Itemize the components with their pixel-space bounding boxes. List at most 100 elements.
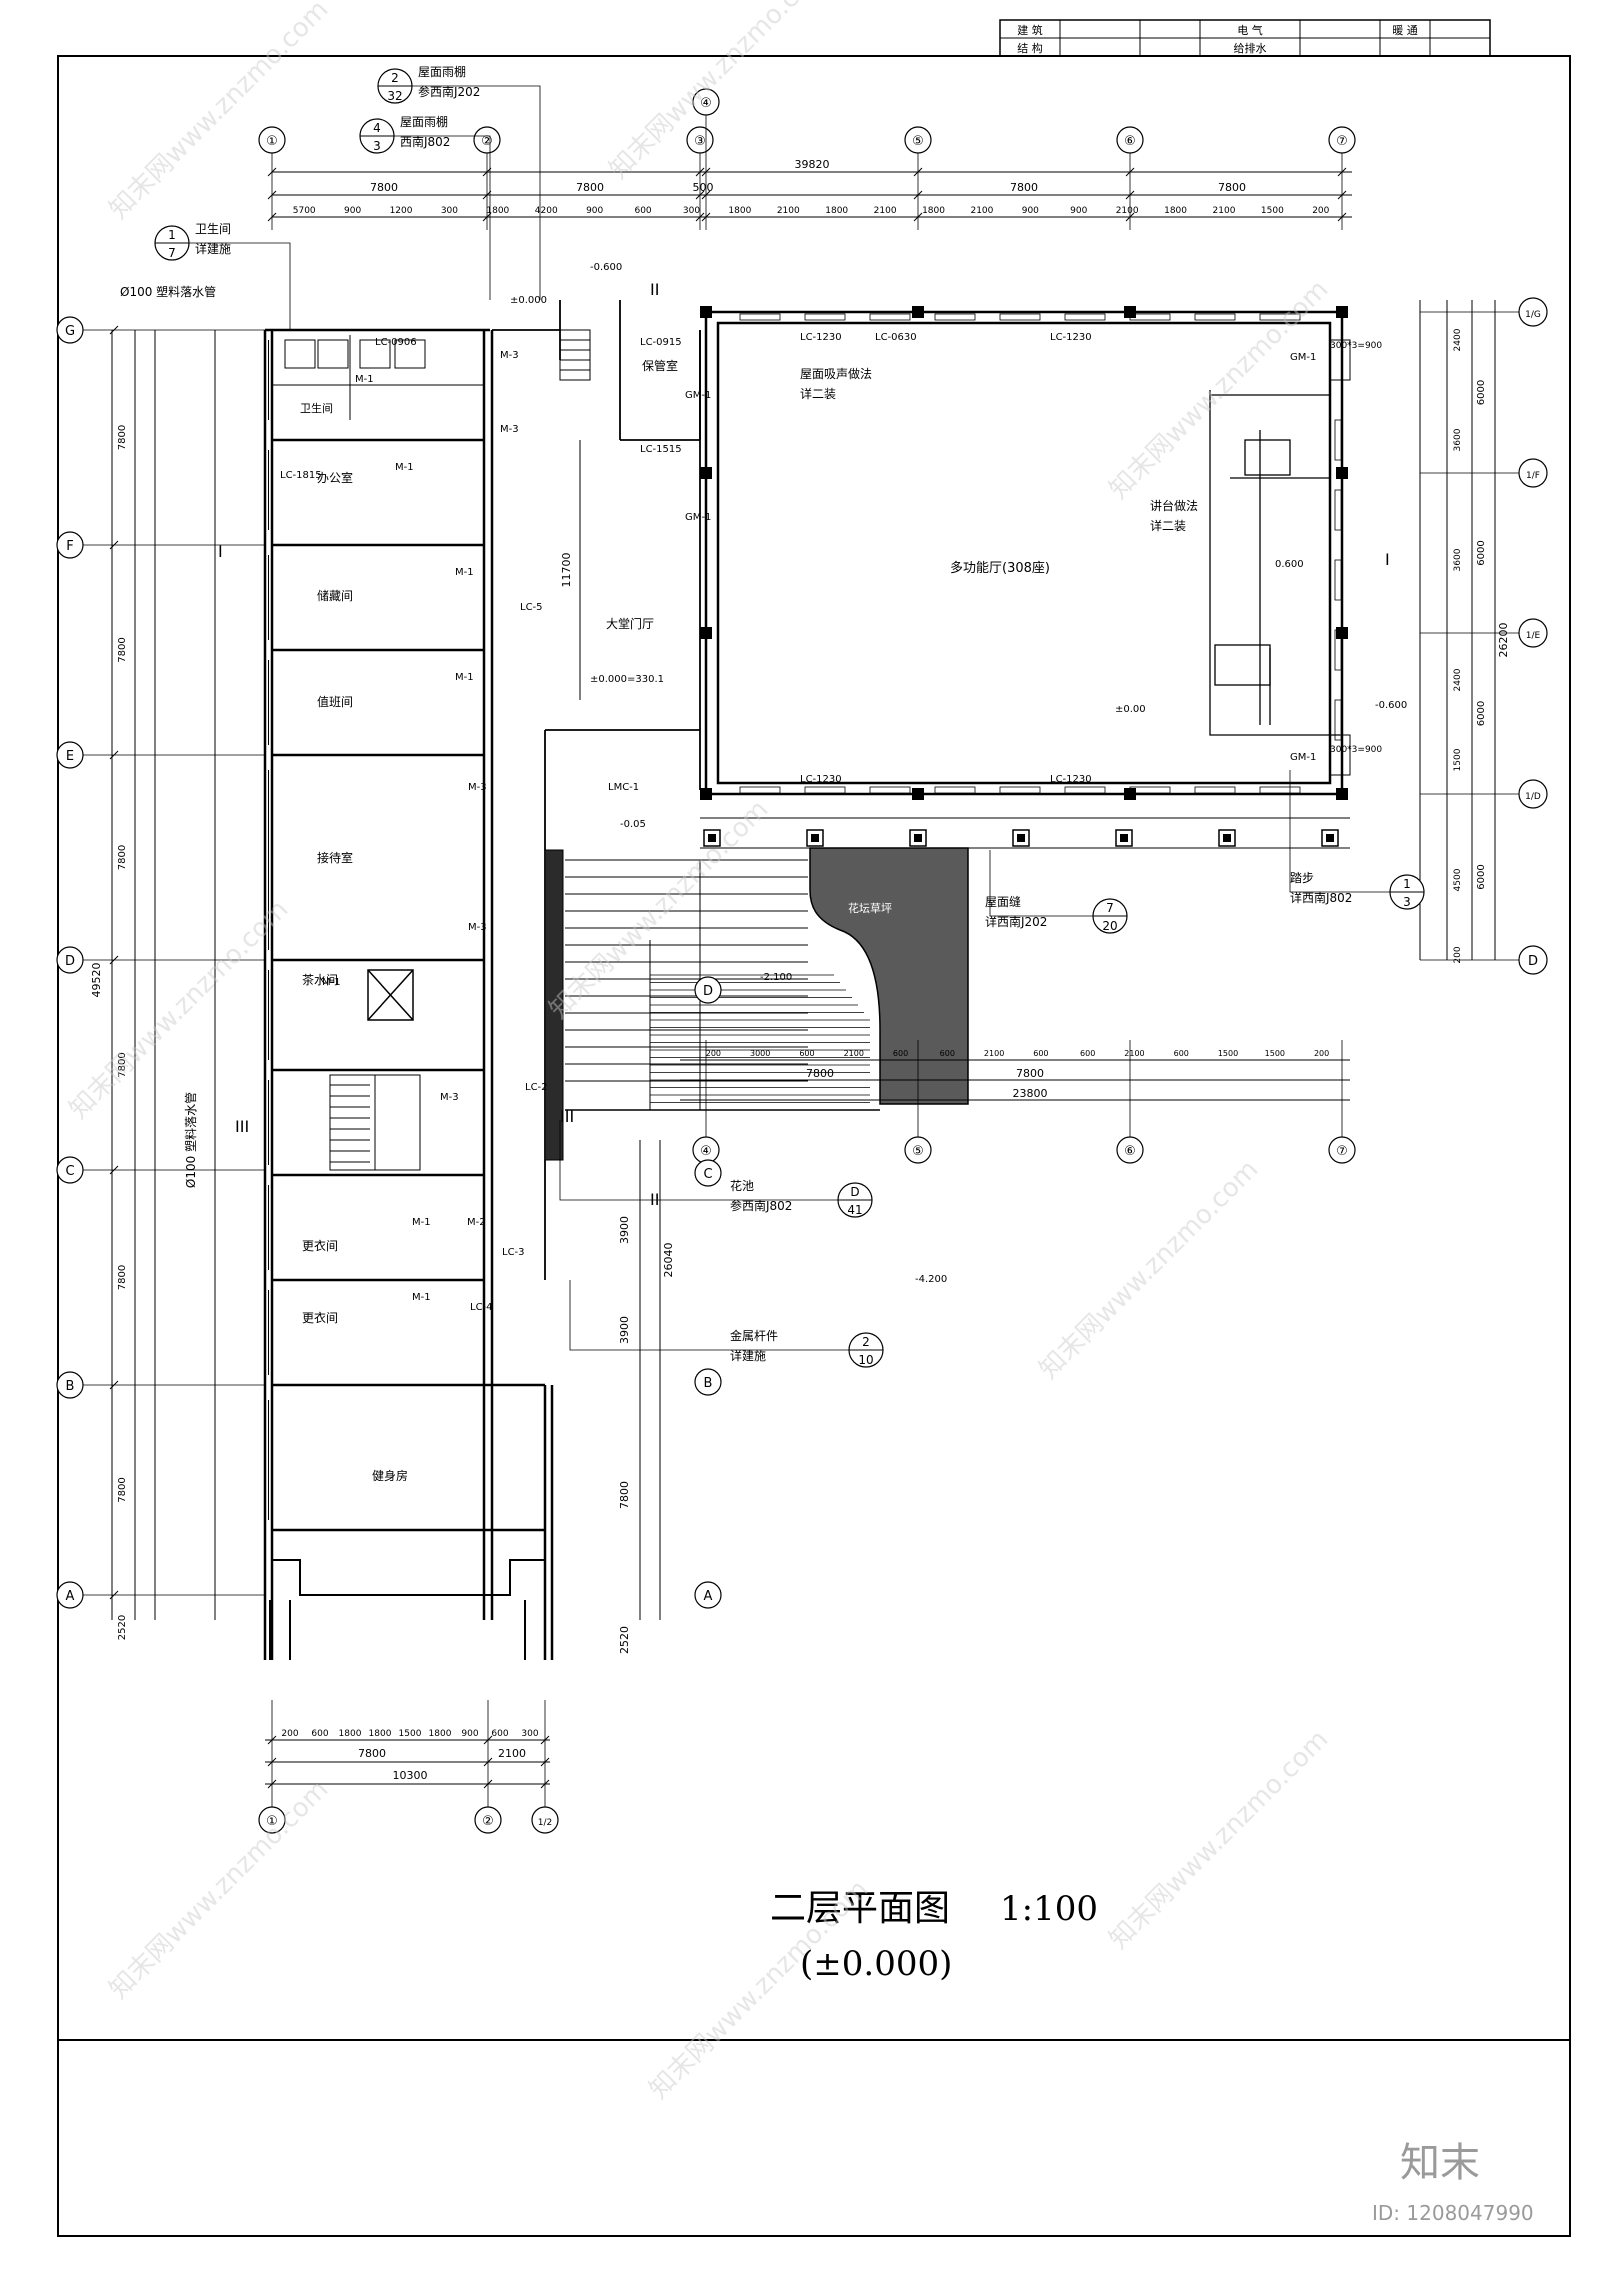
callout-3-text-2: 详建施 (195, 241, 231, 256)
level-north-stair: ±0.000 (510, 295, 547, 306)
bottom-small-bay-1: 7800 (358, 1747, 386, 1760)
mid-axis-A-circle (694, 1581, 722, 1609)
lower-axis-1: ⑤ (912, 1144, 924, 1159)
top-axis-4-circle (692, 88, 720, 116)
hall-window-north-0 (739, 313, 781, 321)
right-total-dim: 26200 (1497, 623, 1510, 658)
left-axis-A-circle (56, 1581, 84, 1609)
hall-column-6 (700, 788, 712, 800)
callout-6-text-1: 花池 (730, 1178, 754, 1193)
top-detail-dim-17: 2100 (1116, 206, 1139, 216)
top-detail-dim-12: 2100 (874, 206, 897, 216)
room-gym: 健身房 (372, 1468, 408, 1483)
left-axis-E-circle (56, 741, 84, 769)
mid-dim-2520: 2520 (618, 1626, 631, 1654)
lower-detail-dim-12: 1500 (1265, 1049, 1285, 1058)
mid-dim-11700: 11700 (560, 553, 573, 588)
room-custody: 保管室 (642, 358, 678, 373)
section-II-top: II (650, 280, 659, 299)
lower-detail-dim-4: 600 (893, 1049, 908, 1058)
left-axis-D: D (65, 954, 75, 969)
tag-m3-stair: M-3 (440, 1092, 459, 1103)
lower-detail-dim-13: 200 (1314, 1049, 1329, 1058)
signoff-plumbing: 给排水 (1234, 41, 1267, 55)
lower-right-total: 23800 (1013, 1087, 1048, 1100)
left-axis-F: F (66, 539, 73, 554)
callout-4-bottom: 20 (1102, 919, 1117, 933)
mid-axis-D-circle (694, 976, 722, 1004)
bottom-small-dim-chain (265, 1735, 550, 1789)
callout-1-bottom: 32 (387, 89, 402, 103)
left-axis-B-circle (56, 1371, 84, 1399)
section-I-right: I (1385, 550, 1390, 569)
room-duty: 值班间 (317, 694, 353, 709)
watermark-tile-3: 知末网www.znzmo.com (1104, 274, 1335, 505)
room-changing-1: 更衣间 (302, 1238, 338, 1253)
hall-window-south-7 (1194, 786, 1236, 794)
top-detail-dim-9: 1800 (728, 206, 751, 216)
callout-leader-1 (394, 135, 491, 300)
east-step-north: 300*3=900 (1330, 341, 1382, 351)
sheet-border (57, 55, 1571, 2237)
tag-m1-changing-b: M-1 (412, 1292, 431, 1303)
level-lobby: ±0.000=330.1 (590, 674, 664, 685)
bottom-small-bay-2: 2100 (498, 1747, 526, 1760)
top-axis-7: ⑦ (1336, 134, 1348, 149)
signoff-block: 建 筑 电 气 暖 通 结 构 给排水 (999, 19, 1491, 57)
mid-axis-C-circle (694, 1159, 722, 1187)
callout-2-text-1: 屋面雨棚 (400, 114, 448, 129)
tag-lmc1: LMC-1 (608, 782, 639, 793)
callout-6-top: D (850, 1185, 859, 1199)
tag-lc1230-b: LC-1230 (1050, 332, 1092, 343)
top-detail-dim-1: 900 (344, 206, 361, 216)
top-detail-dim-7: 600 (634, 206, 651, 216)
elevator-shaft (367, 969, 414, 1021)
top-total-dim: 39820 (795, 158, 830, 171)
tag-m1-toilet: M-1 (355, 374, 374, 385)
top-bay-dim-3: 500 (693, 181, 714, 194)
top-bay-dim-1: 7800 (370, 181, 398, 194)
south-colonnade (700, 817, 1350, 849)
bottom-axis-1: ② (482, 1814, 494, 1829)
mid-axis-B-circle (694, 1368, 722, 1396)
lower-detail-dim-5: 600 (940, 1049, 955, 1058)
tag-lc0630-a: LC-0630 (875, 332, 917, 343)
left-bay-dim-5: 7800 (117, 1477, 128, 1502)
hall-column-10 (1336, 467, 1348, 479)
signoff-electrical: 电 气 (1237, 23, 1263, 37)
mid-dim-26040: 26040 (662, 1243, 675, 1278)
mid-axis-A: A (704, 1589, 713, 1604)
right-axis-1: 1/F (1526, 471, 1540, 481)
watermark-id: ID: 1208047990 (1372, 2201, 1534, 2225)
top-detail-dim-11: 1800 (825, 206, 848, 216)
tag-m3-reception-b: M-3 (468, 922, 487, 933)
callout-6-bottom: 41 (847, 1203, 862, 1217)
tag-lc1515: LC-1515 (640, 444, 682, 455)
lower-detail-dim-6: 2100 (984, 1049, 1004, 1058)
tag-m3-north: M-3 (500, 350, 519, 361)
bottom-axis-0-circle (258, 1806, 286, 1834)
hall-walls (704, 310, 1344, 796)
callout-6-text-2: 参西南J802 (730, 1198, 792, 1213)
left-bay-dim-6: 2520 (117, 1615, 128, 1640)
lower-detail-dim-7: 600 (1033, 1049, 1048, 1058)
bottom-axis-2-circle (531, 1806, 559, 1834)
top-bay-dim-2: 7800 (576, 181, 604, 194)
right-bay-dim-3: 6000 (1476, 864, 1487, 889)
right-axis-0-circle (1518, 297, 1548, 327)
lower-axis-3: ⑦ (1336, 1144, 1348, 1159)
room-changing-2: 更衣间 (302, 1310, 338, 1325)
downpipe-top-note: Ø100 塑料落水管 (120, 284, 216, 299)
tag-m3-reception-a: M-3 (468, 782, 487, 793)
right-axis-1-circle (1518, 458, 1548, 488)
mid-dim-3900b: 3900 (618, 1316, 631, 1344)
hall-window-north-7 (1194, 313, 1236, 321)
watermark-tile-8: 知末网www.znzmo.com (644, 1874, 875, 2105)
callout-7-bottom: 10 (858, 1353, 873, 1367)
hall-window-north-5 (1064, 313, 1106, 321)
